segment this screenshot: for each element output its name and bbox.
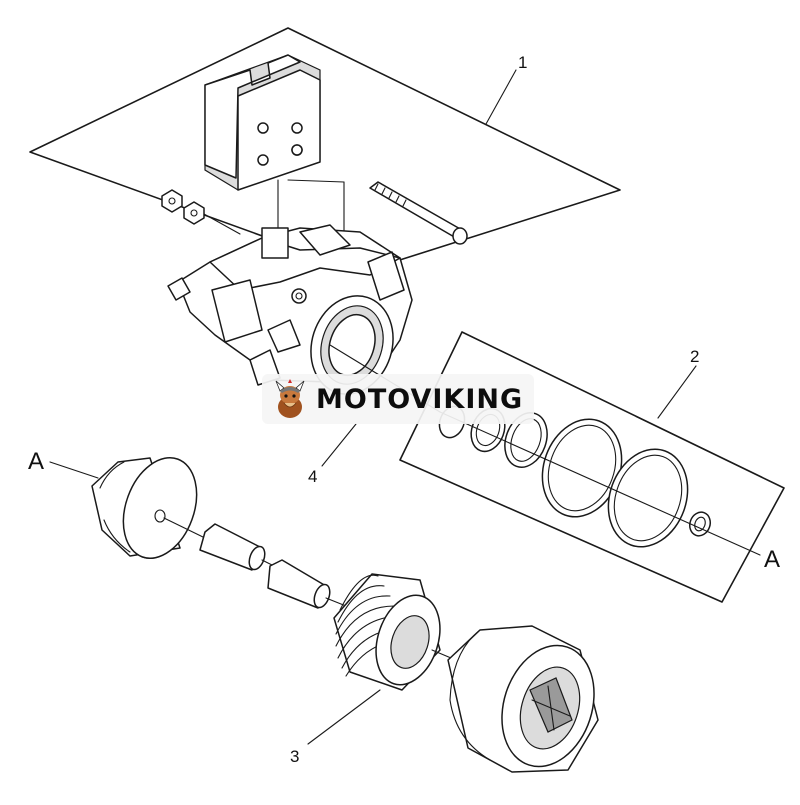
callout-a-right: A xyxy=(764,546,780,573)
callout-1-leader xyxy=(485,69,517,125)
nut-pair xyxy=(161,189,241,235)
callout-3: 3 xyxy=(290,747,299,766)
kit-2-seal-panel: 2 A xyxy=(399,331,785,603)
watermark-brand-text: MOTOVIKING xyxy=(316,383,524,415)
caliper-housing: 4 xyxy=(167,224,441,486)
watermark-banner: MOTOVIKING xyxy=(262,374,534,424)
pad-plate xyxy=(204,54,321,191)
callout-2-leader xyxy=(657,365,697,419)
callout-4: 4 xyxy=(308,467,317,486)
piston-assembly: A xyxy=(28,448,357,611)
threaded-sleeve: 3 xyxy=(290,573,471,766)
callout-2: 2 xyxy=(690,347,699,366)
viking-logo-icon xyxy=(275,379,305,418)
piston-body xyxy=(447,625,599,773)
kit-1-panel: 1 xyxy=(29,27,621,286)
long-bolt xyxy=(369,181,468,245)
callout-1: 1 xyxy=(518,53,527,72)
callout-a-left: A xyxy=(28,448,44,475)
callout-3-leader xyxy=(307,689,381,745)
callout-4-leader xyxy=(321,423,357,467)
